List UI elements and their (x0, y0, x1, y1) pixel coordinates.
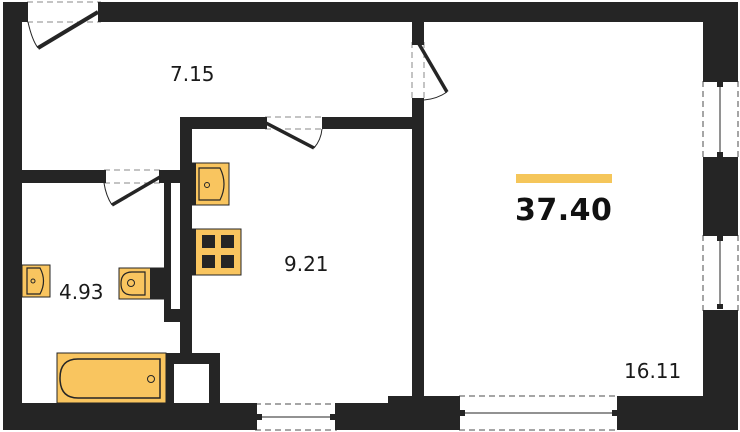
wall-left (3, 2, 22, 430)
wall-bottom-right (619, 396, 738, 430)
wall-top-stub (3, 2, 27, 22)
stove-icon (191, 228, 242, 276)
door-living-room (411, 40, 449, 103)
walls (3, 2, 738, 430)
room-area-living-room: 16.11 (624, 359, 682, 383)
toilet-icon (118, 267, 168, 300)
wall-bottom-mid (337, 403, 459, 430)
window-right-lower (702, 233, 739, 313)
wall-shaft-lower (180, 310, 192, 358)
window-bottom-kitchen (254, 403, 338, 431)
total-area-accent-bar (516, 174, 612, 183)
wall-bottom-left (3, 403, 255, 430)
wall-kitchen-top (180, 117, 265, 129)
bathroom-sink-icon (21, 264, 51, 298)
shaft-void-lower (174, 364, 209, 403)
wall-bottom-step (388, 396, 459, 406)
door-entrance (23, 1, 103, 50)
room-area-kitchen: 9.21 (284, 252, 329, 276)
bathtub-icon (56, 352, 167, 404)
window-bottom-living (457, 395, 620, 431)
total-area: 37.40 (515, 193, 613, 228)
wall-bath-top (20, 170, 104, 183)
shaft-void (171, 183, 180, 309)
room-area-bathroom: 4.93 (59, 280, 104, 304)
wall-top (101, 2, 713, 22)
door-bathroom (101, 169, 164, 207)
door-kitchen (262, 116, 327, 150)
window-right-upper (702, 79, 739, 160)
room-area-hallway: 7.15 (170, 62, 215, 86)
wall-kitchen-top-right (325, 117, 415, 129)
wall-partition-living (412, 20, 424, 42)
wall-right-mid (703, 158, 738, 235)
wall-right-top (703, 2, 738, 81)
wall-partition-living-lower (412, 100, 424, 400)
kitchen-sink-icon (191, 162, 230, 206)
